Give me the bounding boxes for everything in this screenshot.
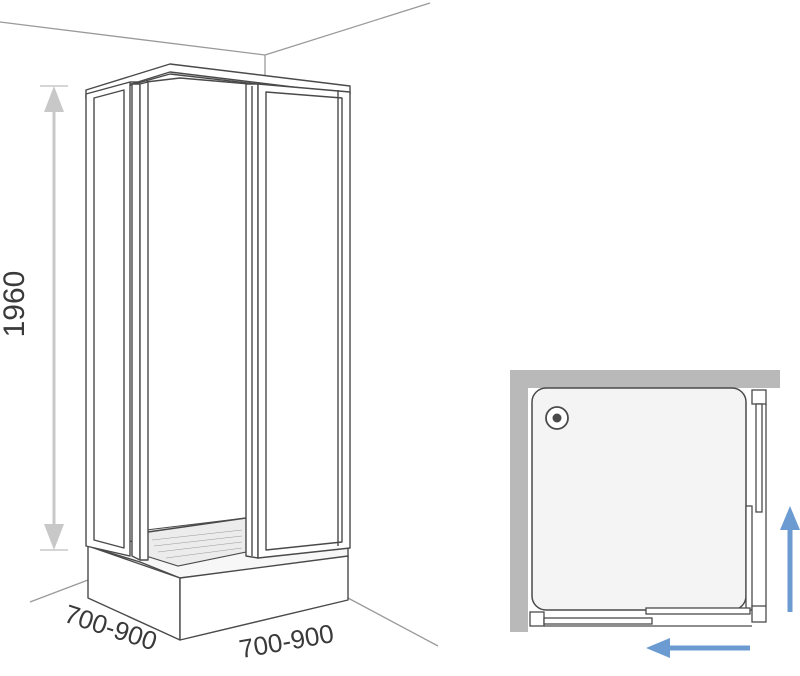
slide-up-arrow-icon — [780, 506, 800, 612]
slide-left-arrow-icon — [646, 638, 750, 658]
plan-view — [510, 370, 800, 658]
opening-threshold — [147, 517, 247, 533]
wall-line-left-top — [0, 21, 266, 56]
plan-right-post-top — [751, 389, 767, 405]
plan-bottom-post-left — [529, 611, 545, 627]
drain-icon — [545, 406, 569, 430]
arrow-head-down — [44, 524, 64, 550]
texture-line — [153, 535, 243, 547]
plan-bottom-panels — [529, 607, 752, 627]
plan-right-fixed-panel — [755, 403, 763, 513]
texture-line — [151, 529, 243, 541]
plan-bottom-sliding-panel — [645, 607, 751, 615]
right-panel-glass — [265, 91, 343, 551]
left-door-post — [139, 81, 149, 561]
plan-bottom-fixed-panel — [543, 617, 653, 625]
tray-inner-floor — [145, 517, 247, 567]
plan-right-sliding-panel — [745, 505, 753, 611]
room-walls — [0, 2, 439, 647]
top-rail-back — [145, 77, 251, 85]
right-panel-frame — [257, 83, 351, 559]
height-label: 1960 — [0, 271, 31, 338]
tray-floor-texture — [151, 529, 243, 559]
width-label: 700-900 — [237, 618, 336, 664]
plan-tray — [531, 387, 747, 611]
floor-line-right — [347, 597, 439, 647]
wall-line-right-top — [264, 2, 431, 56]
floor-line-left — [29, 579, 89, 603]
left-panel-glass — [93, 89, 125, 549]
height-dimension-arrow — [44, 86, 64, 550]
plan-right-post-bottom — [751, 605, 767, 623]
texture-line — [157, 541, 243, 553]
plan-right-panels — [745, 389, 767, 623]
arrow-head-up — [44, 86, 64, 112]
left-door-frame — [131, 83, 141, 561]
tray-front-right — [179, 555, 349, 641]
enclosure-frame — [85, 63, 351, 561]
texture-line — [165, 547, 243, 559]
left-panel-frame — [85, 81, 131, 557]
